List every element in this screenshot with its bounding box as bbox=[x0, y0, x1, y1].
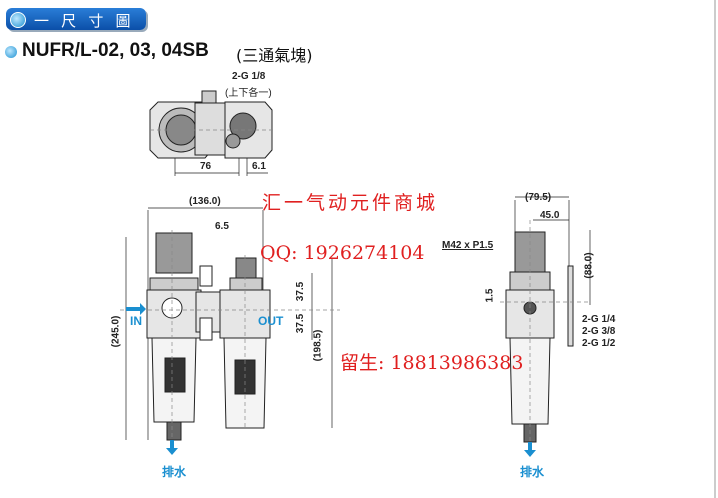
section-title: 一 尺 寸 圖 bbox=[34, 13, 135, 30]
port-label: 2-G 1/8 bbox=[232, 71, 266, 82]
model-title: NUFR/L-02, 03, 04SB bbox=[22, 40, 209, 61]
in-label: IN bbox=[130, 314, 142, 328]
dim-6-5: 6.5 bbox=[215, 221, 229, 232]
dim-1-5: 1.5 bbox=[484, 288, 496, 303]
drain-arrow-icon bbox=[524, 442, 536, 457]
drain-label: 排水 bbox=[162, 465, 187, 479]
dim-6-1: 6.1 bbox=[252, 161, 266, 172]
dim-76: 76 bbox=[200, 161, 212, 172]
port-note: (上下各一) bbox=[225, 88, 272, 99]
watermark-qq: QQ: 1926274104 bbox=[260, 242, 425, 264]
thread-label: M42 x P1.5 bbox=[442, 240, 494, 251]
dim-37-5-top: 37.5 bbox=[295, 281, 307, 302]
model-subtitle: (三通氣塊) bbox=[236, 46, 313, 65]
drain-label: 排水 bbox=[520, 465, 545, 479]
watermark-phone: 留生: 18813986383 bbox=[340, 352, 524, 374]
filter-regulator bbox=[146, 232, 202, 441]
bullet-icon bbox=[10, 12, 26, 28]
in-arrow-icon bbox=[126, 303, 146, 315]
dim-79-5: (79.5) bbox=[525, 192, 552, 203]
dim-45: 45.0 bbox=[540, 210, 560, 221]
watermark-shop: 汇一气动元件商城 bbox=[262, 192, 439, 214]
connector-block bbox=[195, 265, 221, 341]
out-label: OUT bbox=[258, 314, 284, 328]
dim-88: (88.0) bbox=[583, 252, 595, 279]
top-view bbox=[149, 90, 273, 159]
dim-37-5-bottom: 37.5 bbox=[295, 313, 307, 334]
port-size: 2-G 3/8 bbox=[582, 326, 616, 337]
dim-198-5: (198.5) bbox=[312, 329, 324, 362]
drain-arrow-icon bbox=[166, 440, 178, 455]
port-size: 2-G 1/4 bbox=[582, 314, 616, 325]
dim-136: (136.0) bbox=[189, 196, 221, 207]
dim-245: (245.0) bbox=[110, 315, 122, 348]
page-border bbox=[714, 0, 716, 498]
port-size: 2-G 1/2 bbox=[582, 338, 616, 349]
side-view bbox=[505, 231, 574, 443]
section-header: 一 尺 寸 圖 bbox=[6, 8, 146, 30]
flow-arrows bbox=[126, 303, 536, 457]
bullet-icon bbox=[5, 46, 17, 58]
